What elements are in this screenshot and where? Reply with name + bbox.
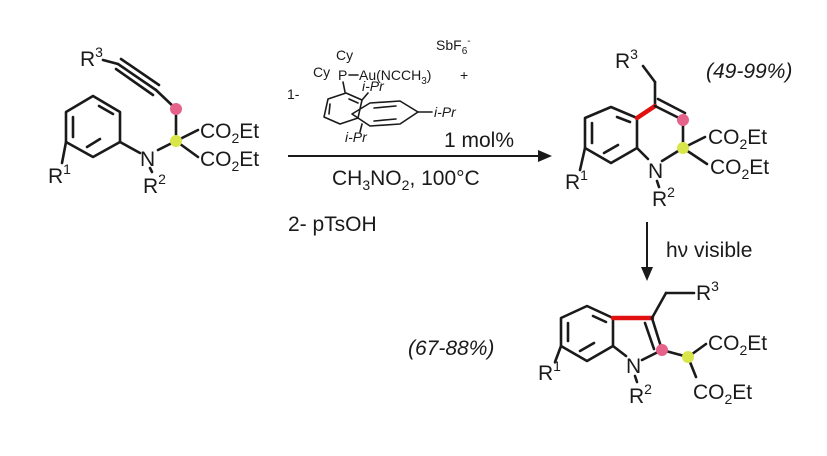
product2-c3-c2-double [643,321,656,351]
product2-r3-label: R3 [696,278,719,305]
catalyst-loading: 1 mol% [444,129,514,152]
product1-r2-label: R2 [652,184,675,211]
product1-new-cc-bond [634,103,658,121]
product1-aryl-n-bond [635,146,650,161]
product1-r3-label: R3 [615,46,638,73]
reactant-benzene-ring [64,94,122,159]
ipr-label-right: i-Pr [434,104,457,120]
product2-aryl-n-bond [611,344,628,358]
reactant-ester-bottom: CO2Et [200,148,259,174]
ligand-ring-2-double [373,105,397,109]
reactant-alkyne-bond [114,67,155,97]
ipr-bond [361,92,369,101]
product1-n-r2-bond [655,179,661,189]
p-aryl-bond [342,81,346,93]
reactant-carbon-marker [170,103,182,115]
ligand-ring-1-double [328,103,331,115]
product2-ester-top: CO2Et [708,332,767,358]
ipr-label-bottom: i-Pr [345,129,368,145]
product2-ring-double-bond [591,314,608,324]
product1-r1-bond [578,146,587,172]
reactant-r2-label: R2 [143,171,166,198]
reactant-ring-double-bond [97,104,115,116]
product2-n-r2-bond [633,374,639,384]
product1-r3-ch2-bond [641,64,657,84]
product1-ring-double-bond [602,143,620,155]
reactant-alkyne-bond [116,62,158,92]
step1-label: 1- [287,86,300,102]
product2-ring-double-bond [578,341,596,353]
solvent-label: CH3NO2, 100°C [332,167,480,193]
product1-alkene-bond [656,97,687,115]
reactant-quaternary-marker [170,135,182,147]
gold-complex-label: Au(NCCH3) [359,67,431,87]
ligand-ring-2-double [373,118,397,122]
product2-r1-bond [553,344,563,364]
reactant-structure: R3 N R2 R1 CO2Et CO2Et [48,44,259,198]
reactant-r3-label: R3 [80,44,103,71]
reactant-ring-double-bond [85,137,102,149]
reactant-n-label: N [140,148,155,171]
photo-arrow-head [641,267,653,281]
product2-c3-ch2-bond [650,291,668,320]
reactant-n-r2-bond [148,166,154,174]
reaction-arrow-head [538,150,552,162]
photochemical-step: hν visible [641,222,752,281]
product1-ester-top: CO2Et [708,126,767,152]
product1-yield: (49-99%) [706,60,792,83]
reactant-ester-top: CO2Et [200,120,259,146]
cy-label: Cy [313,64,330,80]
product1-structure: (49-99%) R3 N R2 R1 CO2Et CO2Et [565,46,792,211]
counterion-label: SbF6- [436,36,471,57]
product1-n-label: N [648,160,663,183]
ipr-label-top: i-Pr [362,78,385,94]
product2-yield: (67-88%) [408,337,494,360]
product2-carbon-marker [656,344,668,356]
phosphorus-label: P [338,67,347,83]
reactant-r1-label: R1 [48,161,71,188]
product1-ester-bottom: CO2Et [710,156,769,182]
reactant-r1-bond [60,140,68,165]
product1-quaternary-marker [677,142,689,154]
reactant-alkyne-r3-bond [101,58,120,66]
product2-ester-bottom: CO2Et [693,381,752,407]
ligand-ring-1-double [348,98,359,104]
product2-r2-label: R2 [629,381,652,408]
product2-n-label: N [626,355,641,378]
product1-ring-double-bond [615,115,632,124]
reactant-aryl-n-bond [118,140,142,155]
ipr-bond [359,123,363,133]
plus-sign: + [460,67,468,83]
product1-r1-label: R1 [565,167,588,194]
photo-condition-label: hν visible [666,239,752,262]
cy-label: Cy [336,47,353,63]
step2-label: 2- pTsOH [288,213,377,236]
ligand-ring-2 [351,100,419,127]
reaction-conditions: 1- Cy Cy P Au(NCCH3) + SbF6- i-Pr i-Pr i… [287,36,552,236]
product2-structure: (67-88%) R3 N R2 R1 CO2Et CO2Et [408,278,767,408]
reactant-alkyne-bond [119,57,161,87]
product2-r1-label: R1 [538,358,561,385]
product2-quaternary-marker [682,351,694,363]
product1-carbon-marker [677,114,689,126]
